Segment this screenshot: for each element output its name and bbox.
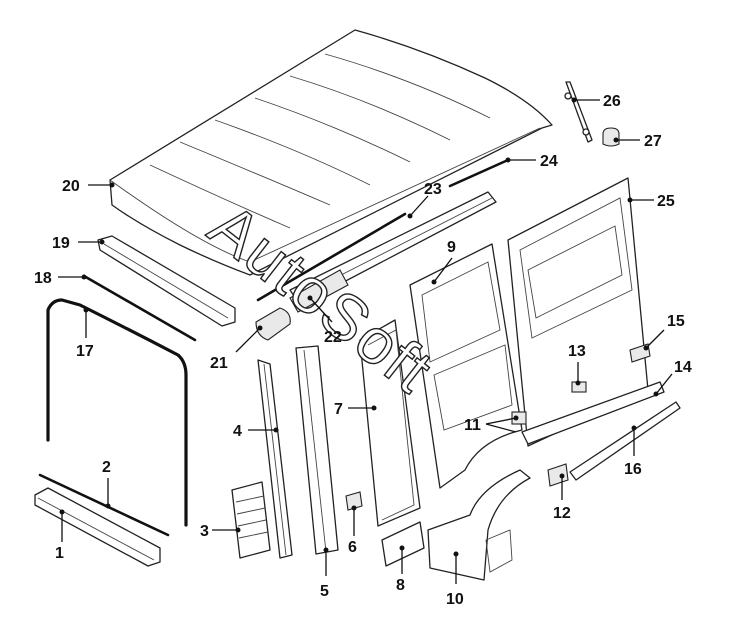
callout-8: 8 bbox=[396, 545, 405, 594]
callout-label: 11 bbox=[464, 417, 481, 434]
callout-label: 8 bbox=[396, 577, 405, 594]
callout-25: 25 bbox=[627, 193, 675, 210]
callout-label: 4 bbox=[233, 423, 242, 440]
callout-12: 12 bbox=[553, 473, 571, 522]
callout-label: 24 bbox=[540, 153, 558, 170]
side-lamp-part-11 bbox=[511, 411, 527, 425]
callout-label: 16 bbox=[624, 461, 642, 478]
roof-seal-part-24 bbox=[256, 158, 510, 302]
bracket-part-12 bbox=[547, 463, 569, 487]
door-frame-seal-part-17 bbox=[46, 298, 188, 527]
callout-26: 26 bbox=[571, 93, 621, 110]
callout-label: 18 bbox=[34, 270, 52, 287]
callout-label: 7 bbox=[334, 401, 343, 418]
sill-rail-part-1 bbox=[34, 487, 161, 567]
callout-21: 21 bbox=[210, 325, 263, 372]
callout-2: 2 bbox=[102, 459, 111, 509]
callout-3: 3 bbox=[200, 523, 241, 540]
wheel-arch-part-10 bbox=[427, 469, 531, 581]
callout-label: 1 bbox=[55, 545, 64, 562]
callout-1: 1 bbox=[55, 509, 65, 562]
callout-label: 26 bbox=[603, 93, 621, 110]
callout-label: 17 bbox=[76, 343, 94, 360]
callout-label: 23 bbox=[424, 181, 442, 198]
callout-label: 27 bbox=[644, 133, 662, 150]
grille-part-3 bbox=[231, 481, 271, 559]
callout-18: 18 bbox=[34, 270, 87, 287]
callout-label: 21 bbox=[210, 355, 228, 372]
callout-27: 27 bbox=[613, 133, 662, 150]
callout-label: 12 bbox=[553, 505, 571, 522]
callout-label: 6 bbox=[348, 539, 357, 556]
callout-11: 11 bbox=[464, 415, 519, 434]
callout-label: 13 bbox=[568, 343, 586, 360]
lower-bracket-part-8 bbox=[381, 521, 425, 567]
door-panel-part-9 bbox=[409, 243, 523, 489]
callout-label: 3 bbox=[200, 523, 209, 540]
callout-22: 22 bbox=[307, 295, 342, 346]
callout-label: 19 bbox=[52, 235, 70, 252]
callout-10: 10 bbox=[446, 551, 464, 608]
callout-19: 19 bbox=[52, 235, 105, 252]
callout-label: 5 bbox=[320, 583, 329, 600]
bracket-part-6 bbox=[345, 491, 363, 511]
callout-label: 9 bbox=[447, 239, 456, 256]
callout-9: 9 bbox=[431, 239, 456, 285]
callout-20: 20 bbox=[62, 178, 115, 195]
callout-label: 2 bbox=[102, 459, 111, 476]
side-trim-part-16 bbox=[569, 401, 681, 481]
b-pillar-part-5 bbox=[295, 345, 339, 555]
callout-label: 15 bbox=[667, 313, 685, 330]
callout-15: 15 bbox=[643, 313, 685, 351]
callout-label: 22 bbox=[324, 329, 342, 346]
header-rail-part-19 bbox=[97, 235, 236, 327]
callout-24: 24 bbox=[505, 153, 558, 170]
callout-label: 14 bbox=[674, 359, 692, 376]
callout-16: 16 bbox=[624, 425, 642, 478]
callout-13: 13 bbox=[568, 343, 586, 386]
header-seal-part-18 bbox=[82, 274, 197, 342]
callout-label: 25 bbox=[657, 193, 675, 210]
a-pillar-trim-part-4 bbox=[257, 359, 293, 559]
callout-label: 10 bbox=[446, 591, 464, 608]
callout-23: 23 bbox=[407, 181, 442, 219]
callout-17: 17 bbox=[76, 307, 94, 360]
callout-6: 6 bbox=[348, 505, 357, 556]
side-panel-part-7 bbox=[359, 319, 421, 527]
sill-seal-part-2 bbox=[38, 473, 170, 537]
plug-part-27 bbox=[602, 127, 620, 147]
callout-7: 7 bbox=[334, 401, 377, 418]
lower-sill-part-14 bbox=[521, 381, 665, 445]
roof-panel-part-20 bbox=[109, 29, 553, 276]
callout-4: 4 bbox=[233, 423, 279, 440]
rail-bracket-part-22 bbox=[289, 269, 349, 313]
callout-label: 20 bbox=[62, 178, 80, 195]
callout-5: 5 bbox=[320, 547, 329, 600]
antenna-part-26 bbox=[564, 81, 593, 143]
callout-14: 14 bbox=[653, 359, 692, 397]
